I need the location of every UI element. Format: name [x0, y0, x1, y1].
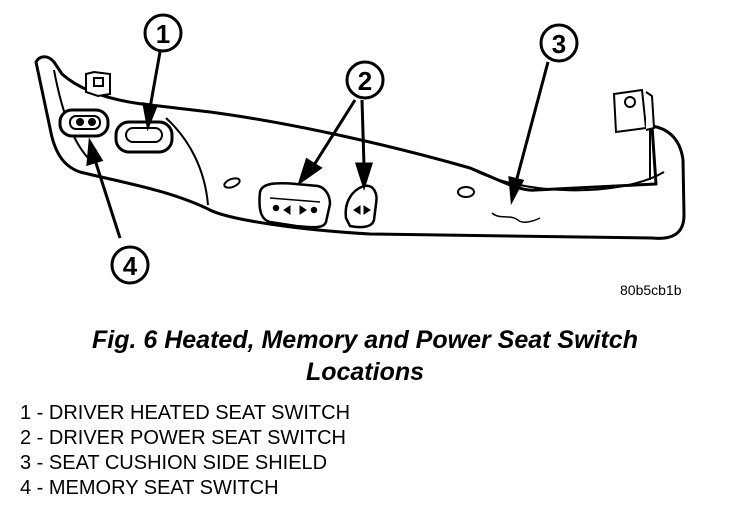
- legend-item: 3 - SEAT CUSHION SIDE SHIELD: [20, 452, 328, 474]
- power-seat-switch-recliner: [344, 184, 378, 229]
- seat-side-shield: [34, 55, 686, 240]
- callout-2: 2: [345, 60, 385, 100]
- callout-1: 1: [143, 13, 183, 53]
- callout-4: 4: [110, 245, 150, 285]
- callout-4-number: 4: [123, 251, 138, 281]
- power-seat-switch-main: [258, 182, 332, 229]
- figure-caption-line-1: Fig. 6 Heated, Memory and Power Seat Swi…: [92, 326, 638, 354]
- callout-3: 3: [539, 23, 579, 63]
- memory-seat-switch: [58, 108, 110, 138]
- seat-switch-diagram: 1 2 3 4: [34, 13, 686, 285]
- figure-caption-line-2: Locations: [305, 358, 425, 386]
- legend-item: 4 - MEMORY SEAT SWITCH: [20, 477, 279, 499]
- legend-list: 1 - DRIVER HEATED SEAT SWITCH 2 - DRIVER…: [20, 401, 350, 501]
- legend-item: 1 - DRIVER HEATED SEAT SWITCH: [20, 402, 351, 424]
- legend-item: 2 - DRIVER POWER SEAT SWITCH: [20, 427, 346, 449]
- callout-3-number: 3: [552, 29, 566, 59]
- left-mounting-bracket: [85, 70, 111, 98]
- callout-2-number: 2: [358, 66, 372, 96]
- image-code: 80b5cb1b: [620, 282, 682, 298]
- callout-1-number: 1: [156, 19, 170, 49]
- leader-lines: [86, 51, 550, 239]
- shield-holes: [223, 177, 541, 223]
- right-mounting-bracket: [612, 88, 656, 134]
- heated-seat-switch: [114, 120, 174, 154]
